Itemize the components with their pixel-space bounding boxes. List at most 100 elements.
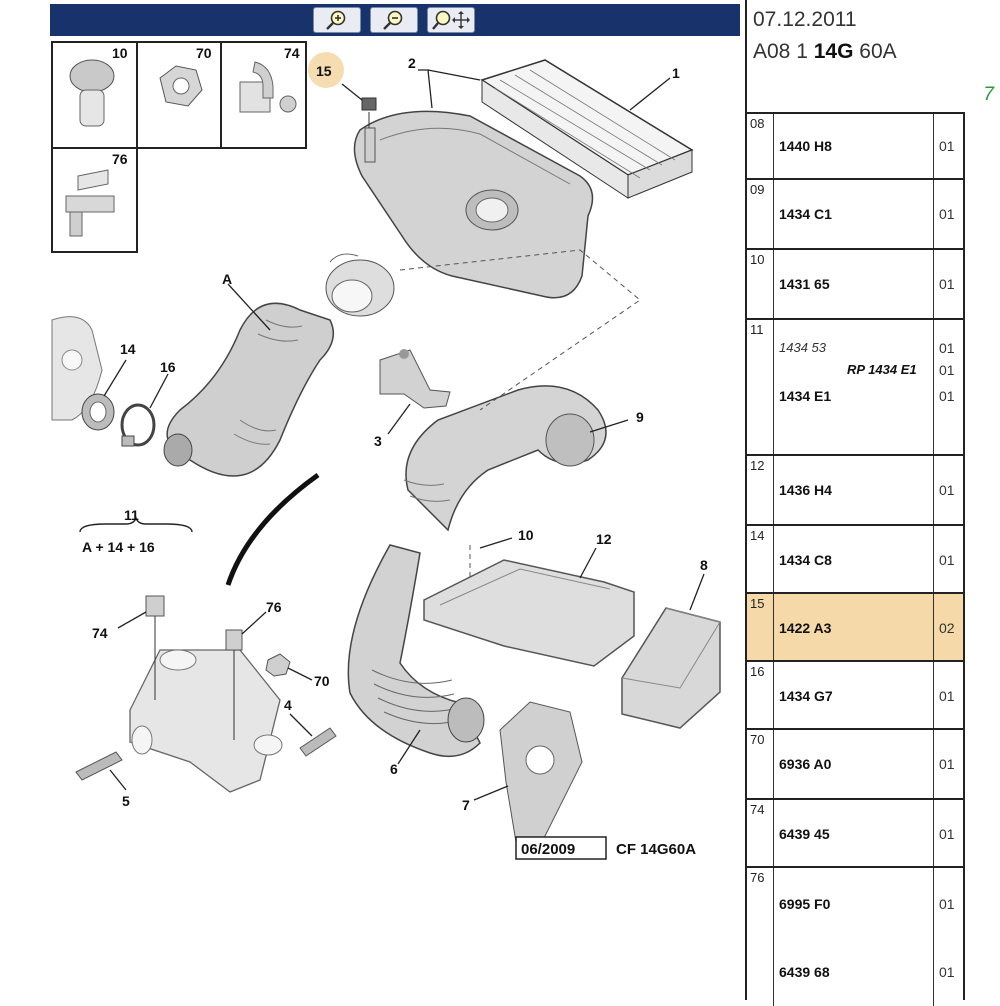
part-number[interactable]: 1434 C1 [779, 206, 832, 222]
qty-cell [933, 868, 966, 1006]
part-number[interactable]: 1440 H8 [779, 138, 832, 154]
qty-cell [933, 730, 966, 798]
qty-cell [933, 526, 966, 592]
part-number[interactable]: 1431 65 [779, 276, 830, 292]
quantity: 01 [939, 688, 955, 704]
hose-clamp-16 [120, 403, 156, 447]
callout-74-lower: 74 [92, 625, 108, 641]
index-cell [747, 800, 774, 866]
quantity: 01 [939, 138, 955, 154]
inset-nut-70 [159, 65, 203, 107]
row-index: 76 [750, 870, 765, 885]
seal-ring-14 [81, 393, 115, 431]
part-number[interactable]: 1422 A3 [779, 620, 832, 636]
part-number[interactable]: 1434 E1 [779, 388, 832, 404]
drawing-code: CF 14G60A [616, 841, 696, 858]
table-row[interactable]: 16 1434 G7 01 [747, 660, 965, 728]
qty-cell [933, 662, 966, 728]
lower-duct-6 [347, 544, 485, 758]
row-index: 16 [750, 664, 765, 679]
zoom-pan-icon [432, 10, 470, 30]
quantity: 01 [939, 964, 955, 980]
quantity: 02 [939, 620, 955, 636]
row-index: 74 [750, 802, 765, 817]
callout-9: 9 [636, 409, 644, 425]
zoom-in-icon [326, 10, 346, 30]
quantity: 01 [939, 206, 955, 222]
reference-prefix: A08 1 [753, 40, 808, 63]
inset-clip-76 [65, 169, 115, 237]
date-stamp: 06/2009 [521, 841, 575, 858]
callout-6: 6 [390, 761, 398, 777]
callout-4: 4 [284, 697, 292, 713]
quantity: 01 [939, 756, 955, 772]
quantity: 01 [939, 552, 955, 568]
index-cell [747, 526, 774, 592]
zoom-pan-button[interactable] [427, 7, 475, 33]
table-row[interactable]: 08 1440 H8 01 [747, 112, 965, 178]
part-number[interactable]: 6995 F0 [779, 896, 831, 912]
replacement-part-number[interactable]: RP 1434 E1 [847, 362, 917, 377]
callout-1: 1 [672, 65, 680, 81]
part-number[interactable]: 1434 C8 [779, 552, 832, 568]
part-number[interactable]: 1434 G7 [779, 688, 833, 704]
panel-divider [745, 0, 747, 1000]
row-index: 12 [750, 458, 765, 473]
page-number: 7 [983, 84, 994, 105]
callout-16: 16 [160, 359, 176, 375]
engine-manifold-fragment [51, 316, 103, 421]
callout-5: 5 [122, 793, 130, 809]
inset-label-74: 74 [284, 45, 300, 61]
inset-label-76: 76 [112, 151, 128, 167]
zoom-out-icon [383, 10, 403, 30]
index-cell [747, 662, 774, 728]
callout-leaders [103, 69, 705, 801]
callout-70-lower: 70 [314, 673, 330, 689]
qty-cell [933, 180, 966, 248]
callout-14: 14 [120, 341, 136, 357]
index-cell [747, 730, 774, 798]
row-index: 70 [750, 732, 765, 747]
reference-suffix: 60A [859, 40, 897, 63]
table-right-border [963, 112, 965, 1000]
clip-76-lower [225, 629, 243, 740]
qty-cell [933, 250, 966, 318]
quantity: 01 [939, 896, 955, 912]
table-row[interactable]: 70 6936 A0 01 [747, 728, 965, 798]
air-duct-9 [403, 385, 607, 532]
superseded-part-number[interactable]: 1434 53 [779, 340, 826, 355]
zoom-out-button[interactable] [370, 7, 418, 33]
fastener-insets [51, 41, 307, 253]
zoom-in-button[interactable] [313, 7, 361, 33]
callout-2: 2 [408, 55, 416, 71]
row-index: 14 [750, 528, 765, 543]
parts-diagram: 1 2 15 10 70 74 76 A 14 16 3 9 11 A + 14… [50, 4, 740, 860]
bracket-7 [499, 701, 583, 843]
quantity: 01 [939, 362, 955, 378]
nut-70-lower [265, 653, 291, 677]
support-bracket-3 [379, 349, 451, 409]
index-cell [747, 320, 774, 454]
part-number[interactable]: 6439 45 [779, 826, 830, 842]
row-index: 08 [750, 116, 765, 131]
callout-76-lower: 76 [266, 599, 282, 615]
qty-cell [933, 456, 966, 524]
inset-label-70: 70 [196, 45, 212, 61]
table-row[interactable]: 76 6995 F0 01 6439 68 01 [747, 866, 965, 1006]
table-row[interactable]: 14 1434 C8 01 [747, 524, 965, 592]
quantity: 01 [939, 388, 955, 404]
reference-bold: 14G [813, 40, 854, 63]
index-cell [747, 250, 774, 318]
quantity: 01 [939, 340, 955, 356]
callout-10-lower: 10 [518, 527, 534, 543]
part-number[interactable]: 6936 A0 [779, 756, 832, 772]
part-number[interactable]: 1436 H4 [779, 482, 832, 498]
part-number[interactable]: 6439 68 [779, 964, 830, 980]
